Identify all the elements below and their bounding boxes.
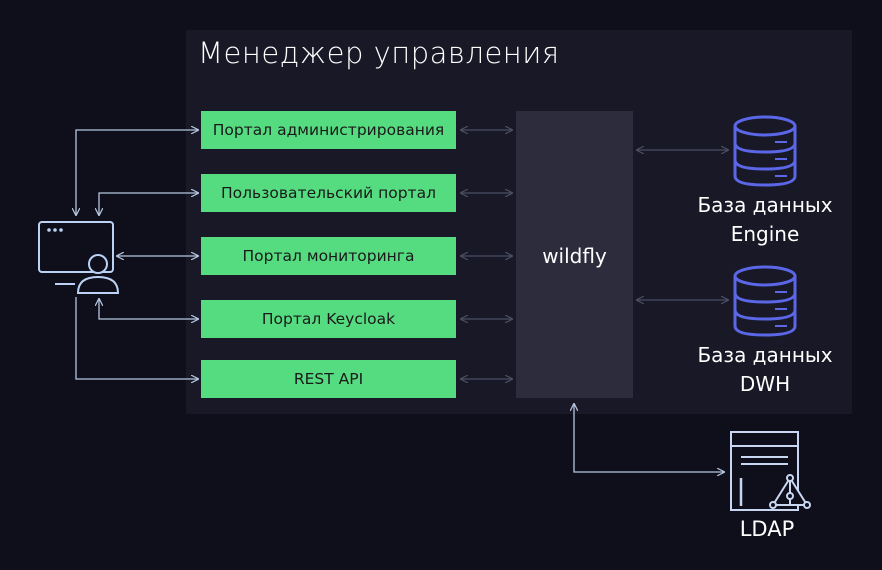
portal-admin: Портал администрирования bbox=[201, 111, 456, 149]
wildfly-server bbox=[516, 111, 633, 398]
portal-user: Пользовательский портал bbox=[201, 174, 456, 212]
ldap-label: LDAP bbox=[739, 517, 795, 541]
database-icon bbox=[733, 265, 797, 337]
database-dwh-line1: База данных bbox=[697, 343, 833, 367]
database-icon bbox=[733, 115, 797, 187]
wildfly-label: wildfly bbox=[542, 244, 607, 268]
panel-title: Менеджер управления bbox=[198, 36, 560, 70]
arrow-user-userportal bbox=[99, 193, 198, 215]
database-engine-line1: База данных bbox=[697, 193, 833, 217]
database-dwh-line2: DWH bbox=[739, 372, 791, 396]
user-workstation-icon bbox=[38, 221, 120, 294]
arrow-user-keycloak bbox=[99, 299, 198, 319]
arrow-user-restapi bbox=[75, 297, 198, 379]
portal-monitoring: Портал мониторинга bbox=[201, 237, 456, 275]
arrow-wildfly-ldap bbox=[574, 404, 724, 472]
user-portal-connections bbox=[76, 130, 198, 379]
database-dwh-label: База данных DWH bbox=[675, 341, 855, 399]
portal-keycloak: Портал Keycloak bbox=[201, 300, 456, 338]
ldap-server-icon bbox=[730, 431, 811, 511]
arrow-user-admin bbox=[76, 130, 198, 215]
portal-rest-api: REST API bbox=[201, 360, 456, 398]
database-engine-label: База данных Engine bbox=[675, 191, 855, 249]
database-engine-line2: Engine bbox=[730, 222, 800, 246]
portal-server-connections bbox=[461, 130, 728, 379]
